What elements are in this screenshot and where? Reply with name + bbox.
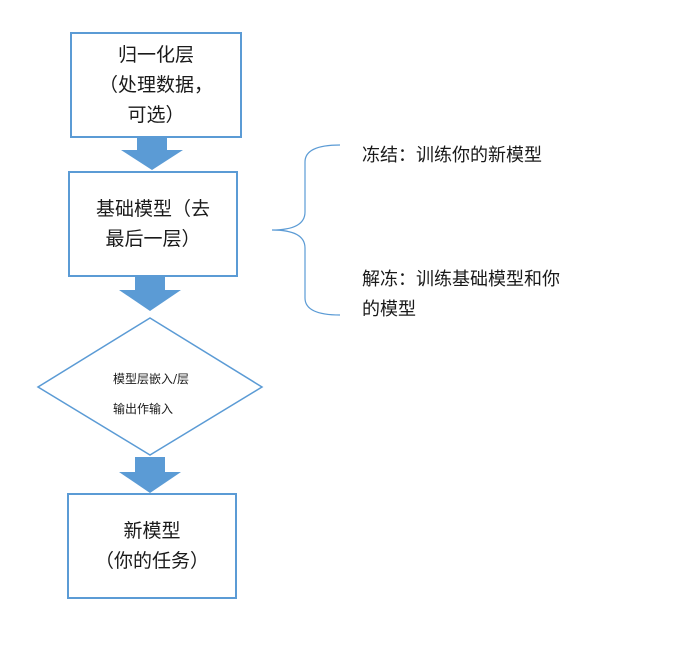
curly-brace xyxy=(271,144,341,316)
new-model-box: 新模型 （你的任务） xyxy=(67,493,237,599)
normalization-layer-box: 归一化层 （处理数据， 可选） xyxy=(70,32,242,138)
base-model-box: 基础模型（去 最后一层） xyxy=(68,171,238,277)
arrow-down-icon xyxy=(121,136,183,170)
node-label: （处理数据， xyxy=(98,74,213,96)
unfreeze-annotation: 解冻：训练基础模型和你 xyxy=(362,269,560,290)
node-label: （你的任务） xyxy=(94,550,209,572)
node-label: 归一化层 xyxy=(117,44,194,66)
node-label: 基础模型（去 xyxy=(95,198,210,220)
decision-diamond xyxy=(36,317,264,456)
freeze-annotation: 冻结：训练你的新模型 xyxy=(362,145,542,166)
node-label: 新模型 xyxy=(123,520,181,542)
node-label: 可选） xyxy=(127,104,185,126)
arrow-down-icon xyxy=(119,275,181,311)
decision-label: 模型层嵌入/层 xyxy=(113,372,190,386)
decision-label: 输出作输入 xyxy=(113,402,174,416)
arrow-down-icon xyxy=(119,457,181,493)
unfreeze-annotation: 的模型 xyxy=(362,299,416,320)
node-label: 最后一层） xyxy=(105,228,201,250)
